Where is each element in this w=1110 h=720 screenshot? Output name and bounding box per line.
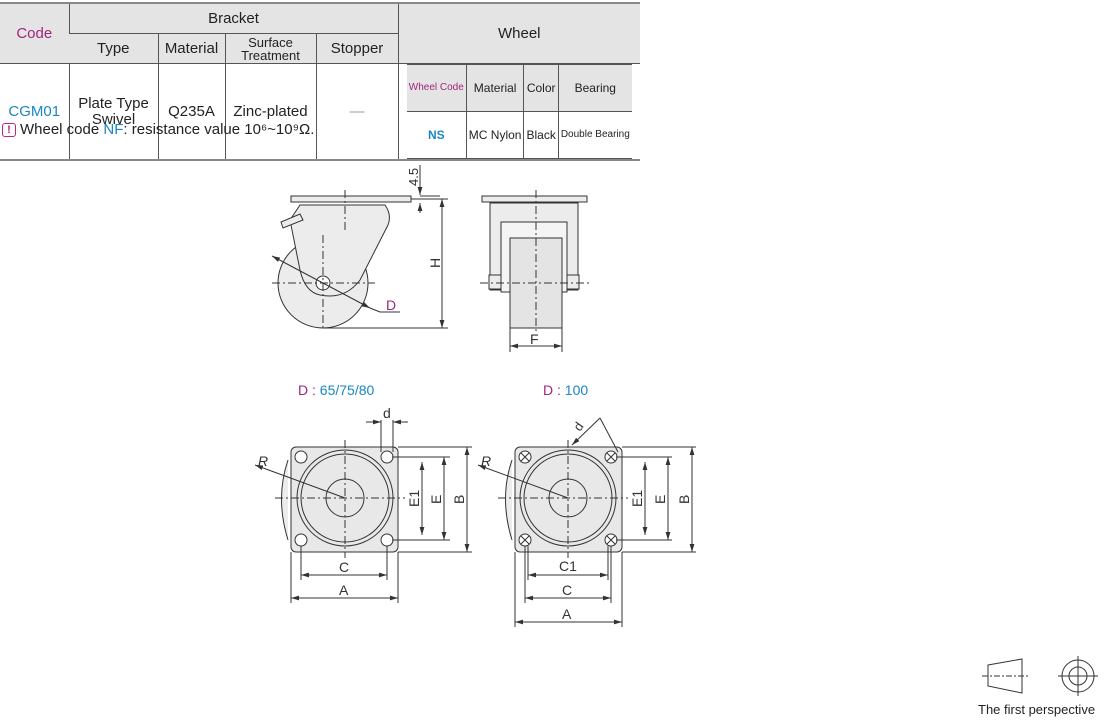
header-type: Type bbox=[69, 33, 158, 64]
dim-A-label-right: A bbox=[562, 606, 572, 622]
side-view: D H 4.5 bbox=[271, 165, 448, 330]
wheel-header-code: Wheel Code bbox=[406, 64, 467, 112]
wheel-header-bearing: Bearing bbox=[557, 64, 632, 112]
plate-view-large: R d E1 E B C1 C A bbox=[477, 417, 696, 627]
dim-E1-label-right: E1 bbox=[629, 490, 645, 507]
table-row: CGM01 Plate Type Swivel Q235A Zinc-plate… bbox=[0, 63, 640, 161]
dim-A-label-left: A bbox=[339, 582, 349, 598]
header-code: Code bbox=[0, 2, 69, 64]
wheel-material: MC Nylon bbox=[465, 111, 524, 159]
first-angle-projection-icon bbox=[982, 656, 1098, 696]
cell-material: Q235A bbox=[157, 63, 225, 161]
cell-wheel: Wheel Code Material Color Bearing NS MC … bbox=[397, 63, 640, 161]
perspective-label: The first perspective bbox=[978, 702, 1096, 717]
resistance-note: ! Wheel code NF: resistance value 10⁶~10⁹… bbox=[2, 121, 314, 138]
dim-R-label-right: R bbox=[481, 453, 491, 469]
plate-view-small: R d E1 E B C A bbox=[254, 405, 472, 603]
warning-icon: ! bbox=[2, 123, 16, 137]
cell-type: Plate Type Swivel bbox=[68, 63, 158, 161]
header-material: Material bbox=[157, 33, 225, 64]
header-bracket: Bracket bbox=[68, 2, 399, 34]
wheel-header-material: Material bbox=[465, 64, 524, 112]
left-caption: D : 65/75/80 bbox=[298, 382, 375, 398]
cell-surface-treatment: Zinc-plated bbox=[224, 63, 316, 161]
wheel-code: NS bbox=[406, 111, 467, 159]
dim-C1-label: C1 bbox=[559, 558, 577, 574]
header-surface-treatment: Surface Treatment bbox=[224, 33, 316, 64]
note-code: NF bbox=[103, 121, 124, 138]
dim-C-label-right: C bbox=[562, 582, 572, 598]
dim-d-label-right: d bbox=[570, 419, 586, 434]
wheel-color: Black bbox=[523, 111, 559, 159]
dim-4-5-label: 4.5 bbox=[406, 168, 421, 186]
header-stopper: Stopper bbox=[315, 33, 399, 64]
dim-F-label: F bbox=[530, 331, 539, 347]
dim-E-label-left: E bbox=[428, 495, 444, 504]
dim-B-label-left: B bbox=[451, 495, 467, 504]
note-prefix: Wheel code bbox=[20, 121, 104, 138]
cell-stopper: — bbox=[315, 63, 399, 161]
dim-H-label: H bbox=[427, 258, 443, 268]
dim-R-label-left: R bbox=[258, 453, 268, 469]
spec-table: Code Bracket Wheel Type Material Surface… bbox=[0, 2, 640, 161]
front-view: F bbox=[480, 190, 592, 352]
wheel-bearing: Double Bearing bbox=[557, 111, 632, 159]
cell-code: CGM01 bbox=[0, 63, 69, 161]
dim-C-label-left: C bbox=[339, 559, 349, 575]
wheel-header-color: Color bbox=[523, 64, 559, 112]
dim-D-label: D bbox=[386, 297, 396, 313]
dim-E1-label-left: E1 bbox=[406, 490, 422, 507]
dim-d-label-left: d bbox=[383, 405, 391, 421]
note-suffix: : resistance value 10⁶~10⁹Ω. bbox=[123, 121, 315, 138]
wheel-subtable: Wheel Code Material Color Bearing NS MC … bbox=[406, 64, 632, 159]
right-caption: D : 100 bbox=[543, 382, 588, 398]
header-wheel: Wheel bbox=[397, 2, 640, 64]
dim-E-label-right: E bbox=[652, 495, 668, 504]
dim-B-label-right: B bbox=[676, 495, 692, 504]
